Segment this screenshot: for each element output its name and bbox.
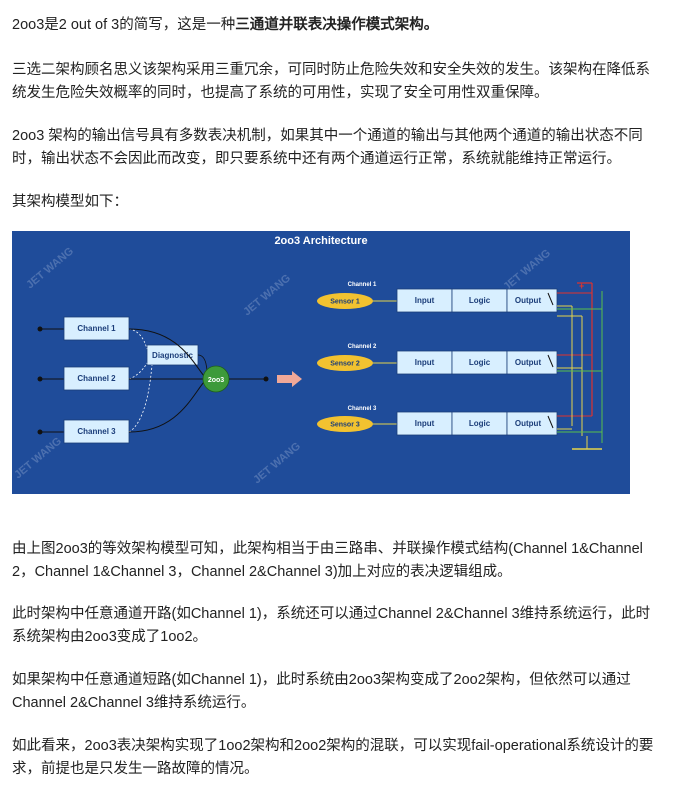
equivalence-arrow	[277, 371, 302, 387]
diag-link-2	[128, 362, 148, 380]
diagram-title: 2oo3 Architecture	[274, 235, 367, 247]
ch3-to-voter	[128, 381, 205, 433]
input-dot-2	[37, 376, 43, 382]
intro-prefix: 2oo3是2 out of 3的简写，这是一种	[12, 17, 236, 33]
right-channel-3-label: Channel 3	[348, 406, 377, 412]
right-channel-2-label: Channel 2	[348, 344, 377, 350]
intro-paragraph: 2oo3是2 out of 3的简写，这是一种三通道并联表决操作模式架构。	[12, 14, 662, 37]
architecture-diagram: JET WANG JET WANG JET WANG JET WANG JET …	[12, 231, 630, 494]
ch1-input-label: Input	[415, 296, 435, 305]
voter-label: 2oo3	[208, 377, 224, 384]
sensor-2-label: Sensor 2	[330, 361, 360, 368]
sensor-1-label: Sensor 1	[330, 299, 360, 306]
intro-bold: 三通道并联表决操作模式架构。	[235, 17, 439, 33]
paragraph-5: 由上图2oo3的等效架构模型可知，此架构相当于由三路串、并联操作模式结构(Cha…	[12, 541, 643, 580]
ch1-output-label: Output	[515, 296, 542, 305]
input-dot-3	[37, 429, 43, 435]
diag-link-3	[128, 364, 153, 433]
sensor-1	[317, 293, 373, 309]
paragraph-4: 其架构模型如下：	[12, 194, 128, 210]
diagnostic-label: Diagnostic	[152, 351, 193, 360]
diag-link-1	[128, 328, 148, 350]
left-channel-1-label: Channel 1	[77, 324, 116, 333]
input-dot-1	[37, 326, 43, 332]
right-channel-1-label: Channel 1	[348, 282, 377, 288]
left-channel-2-label: Channel 2	[77, 374, 116, 383]
output-dot	[263, 376, 269, 382]
right-channel-1: Channel 1 Sensor 1 Input Logic Output	[317, 282, 558, 313]
paragraph-6: 此时架构中任意通道开路(如Channel 1)，系统还可以通过Channel 2…	[12, 606, 651, 645]
right-channel-2: Channel 2 Sensor 2 Input Logic Output	[317, 344, 558, 375]
left-channel-3-label: Channel 3	[77, 427, 116, 436]
paragraph-3: 2oo3 架构的输出信号具有多数表决机制，如果其中一个通道的输出与其他两个通道的…	[12, 128, 643, 167]
ch2-logic-label: Logic	[469, 358, 491, 367]
ch1-to-voter	[128, 328, 205, 377]
ch3-input-label: Input	[415, 419, 435, 428]
sensor-2	[317, 355, 373, 371]
paragraph-7: 如果架构中任意通道短路(如Channel 1)，此时系统由2oo3架构变成了2o…	[12, 672, 631, 711]
ch1-logic-label: Logic	[469, 296, 491, 305]
sensor-3-label: Sensor 3	[330, 422, 360, 429]
ch3-output-label: Output	[515, 419, 542, 428]
right-channel-3: Channel 3 Sensor 3 Input Logic Output	[317, 406, 558, 436]
ch3-logic-label: Logic	[469, 419, 491, 428]
plus-label: +	[579, 281, 584, 291]
sensor-3	[317, 416, 373, 432]
ch2-input-label: Input	[415, 358, 435, 367]
paragraph-2: 三选二架构顾名思义该架构采用三重冗余，可同时防止危险失效和安全失效的发生。该架构…	[12, 62, 650, 101]
output-wiring: +	[557, 281, 603, 450]
ch2-output-label: Output	[515, 358, 542, 367]
paragraph-8: 如此看来，2oo3表决架构实现了1oo2架构和2oo2架构的混联，可以实现fai…	[12, 738, 654, 777]
